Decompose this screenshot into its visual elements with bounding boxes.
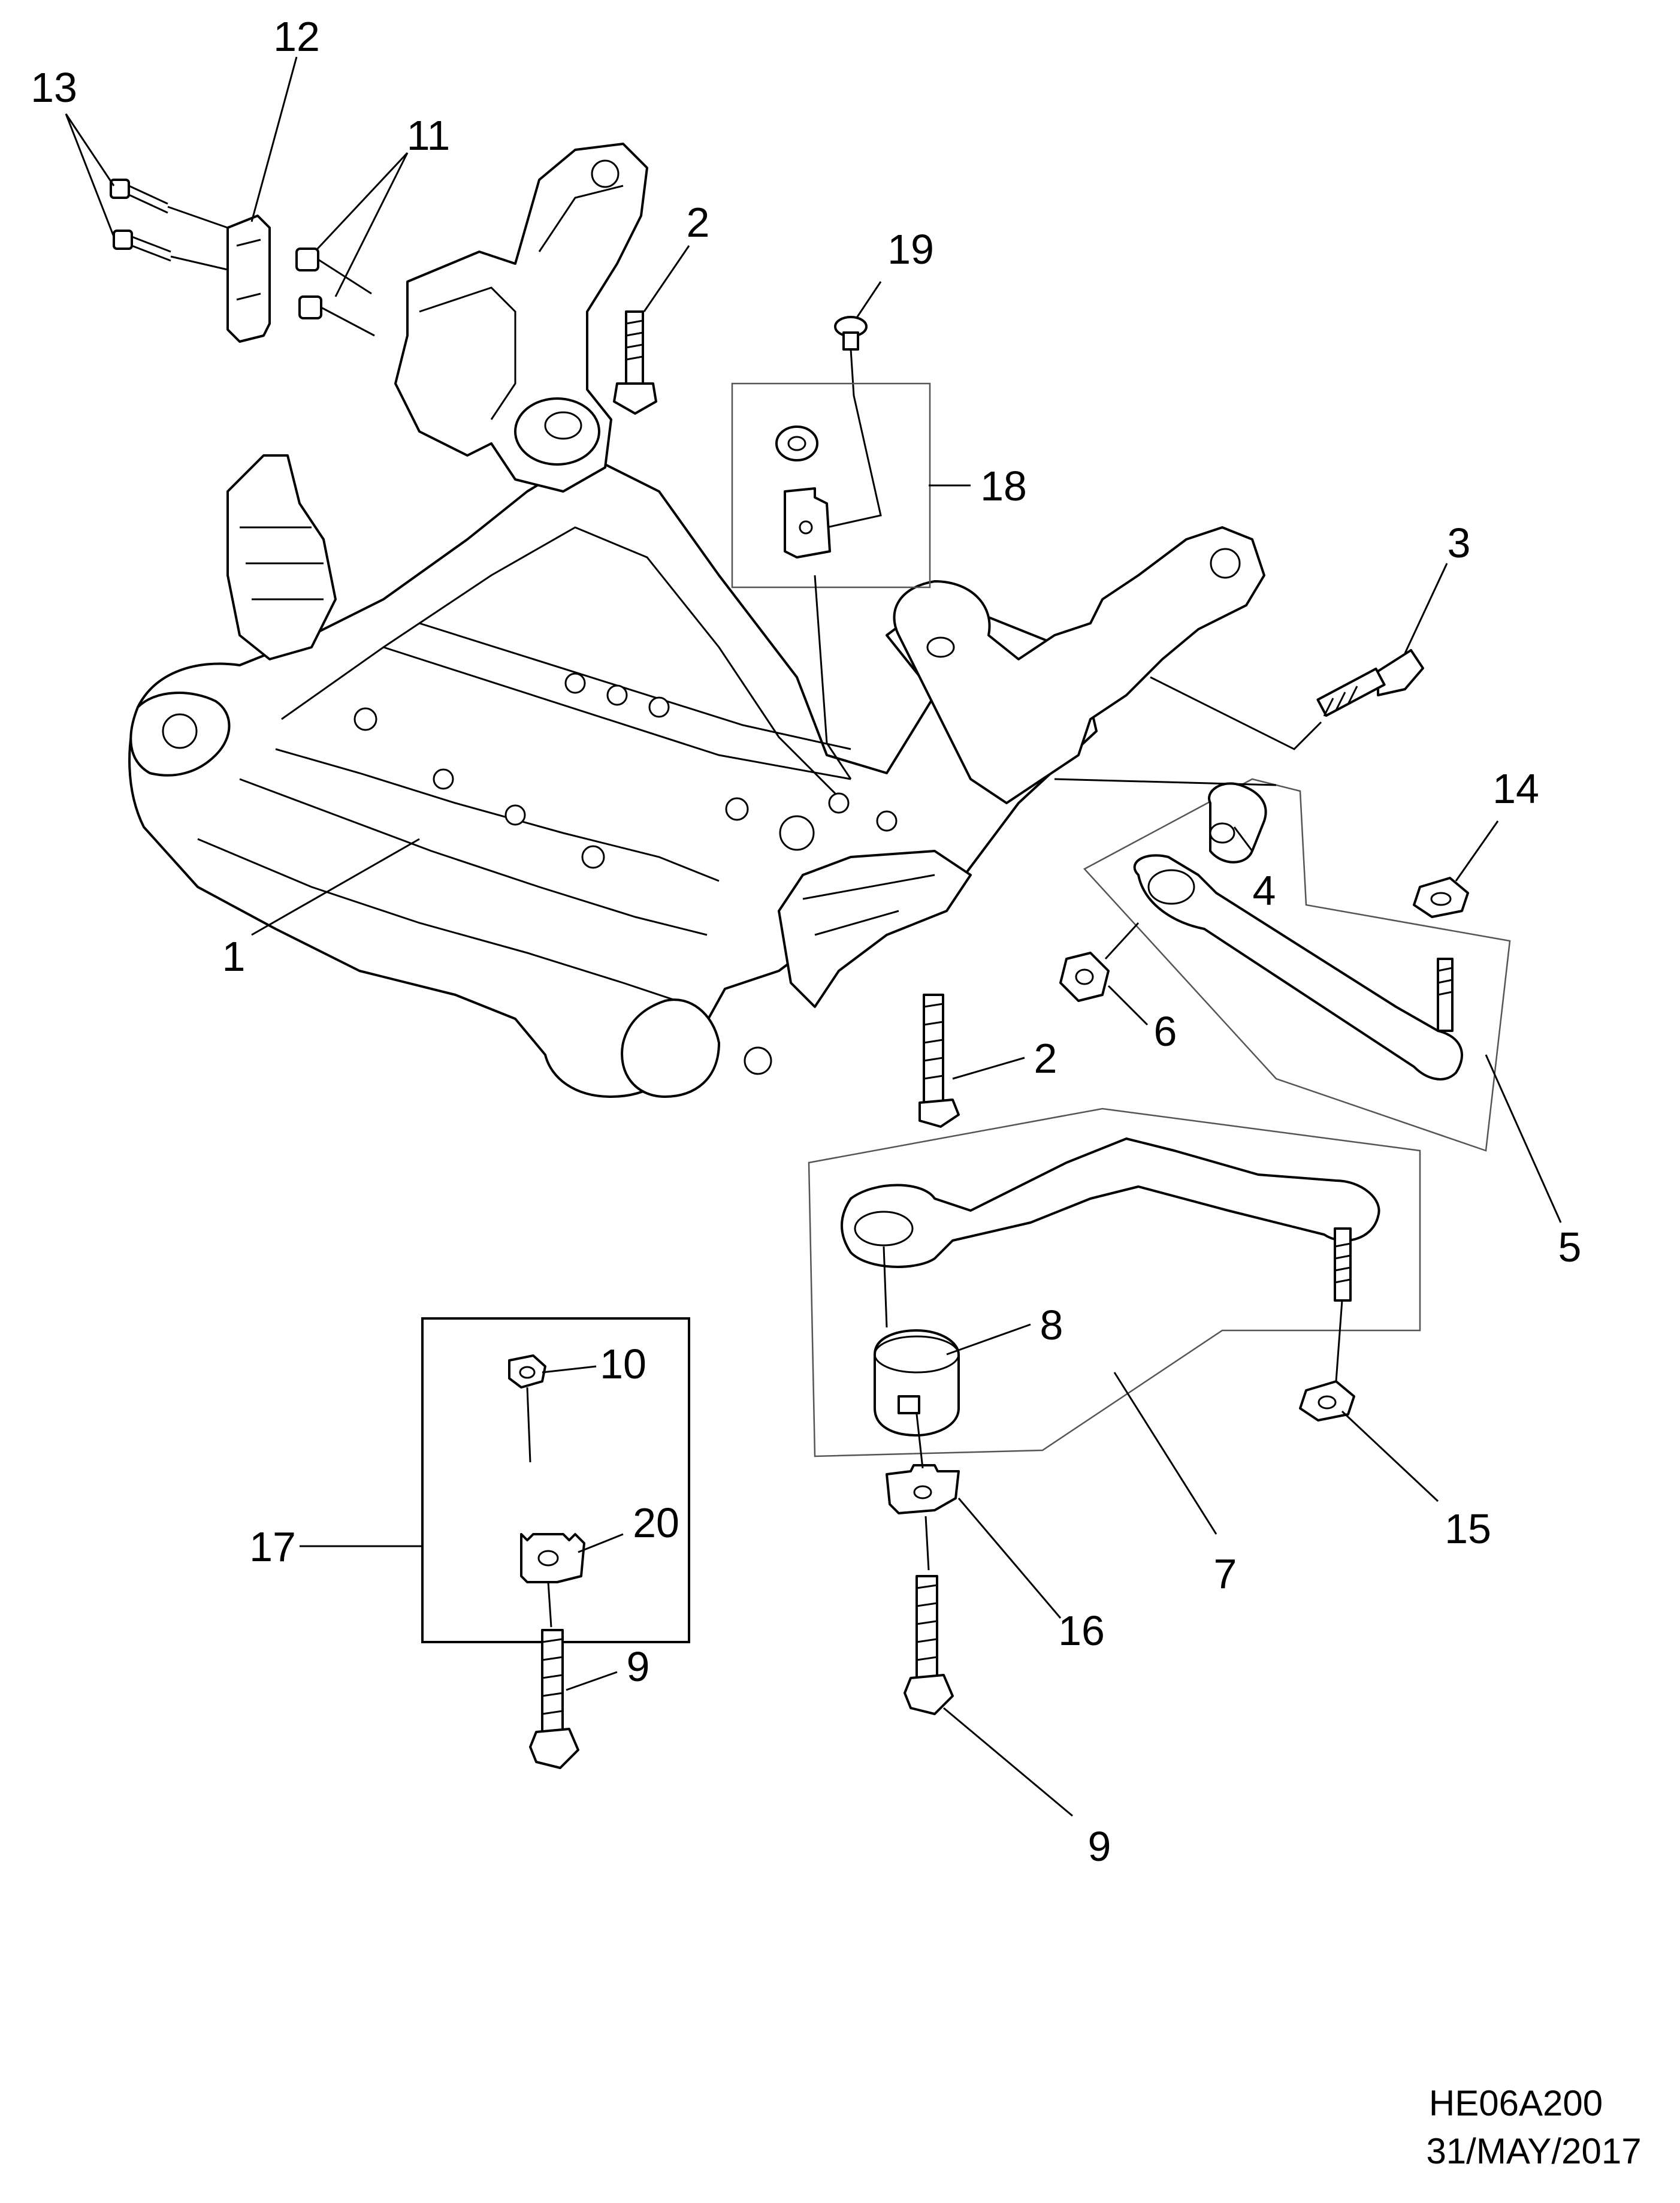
nut-plate-16 — [886, 1464, 960, 1514]
callout-7: 7 — [1214, 1550, 1237, 1597]
bolts-13 — [110, 179, 228, 271]
callout-2-upper: 2 — [687, 199, 710, 246]
callout-8: 8 — [1040, 1302, 1063, 1348]
callout-6: 6 — [1154, 1008, 1177, 1055]
nut-14 — [1413, 877, 1469, 918]
group-box-17 — [421, 1317, 690, 1769]
callout-9-right: 9 — [1088, 1823, 1111, 1870]
drawing-date: 31/MAY/2017 — [1426, 2131, 1641, 2171]
bushing-4 — [1208, 782, 1267, 864]
callout-14: 14 — [1492, 765, 1539, 812]
nuts-11 — [295, 248, 375, 337]
nut-6 — [1059, 952, 1110, 1002]
nut-plate-20 — [520, 1533, 585, 1583]
bolt-3 — [1150, 649, 1424, 750]
bolt-9-right — [904, 1575, 954, 1715]
engine-mount-bracket-12 — [226, 215, 271, 343]
callout-1: 1 — [222, 933, 246, 980]
callout-labels: 13 12 11 2 19 18 3 14 4 6 2 5 1 8 7 15 1… — [31, 13, 1581, 1870]
drawing-code: HE06A200 — [1429, 2083, 1603, 2123]
bolt-2-upper — [613, 310, 657, 415]
group-box-7 — [808, 1107, 1421, 1457]
callout-11: 11 — [407, 112, 451, 159]
group-box-18 — [731, 382, 931, 780]
nut-10 — [508, 1354, 546, 1389]
callout-5: 5 — [1558, 1224, 1582, 1271]
callout-3: 3 — [1448, 520, 1471, 566]
screw-19 — [826, 316, 882, 529]
callout-20: 20 — [633, 1499, 679, 1546]
callout-19: 19 — [887, 226, 934, 273]
callout-13: 13 — [31, 64, 77, 111]
bolt-2-lower — [918, 994, 960, 1128]
callout-16: 16 — [1058, 1607, 1105, 1654]
callout-9-left: 9 — [627, 1643, 650, 1690]
bushing-8 — [874, 1329, 960, 1437]
drawing-footer: HE06A200 31/MAY/2017 — [1426, 2083, 1641, 2171]
leader-lines — [65, 56, 1562, 1817]
callout-15: 15 — [1445, 1505, 1491, 1552]
callout-4: 4 — [1253, 867, 1276, 914]
callout-12: 12 — [273, 13, 320, 60]
bolt-9-left — [529, 1629, 579, 1769]
callout-17: 17 — [249, 1523, 296, 1570]
subframe — [128, 143, 1265, 1098]
group-box-5 — [1054, 778, 1511, 1152]
callout-2-lower: 2 — [1034, 1035, 1057, 1082]
callout-10: 10 — [600, 1341, 646, 1387]
callout-18: 18 — [980, 463, 1027, 509]
